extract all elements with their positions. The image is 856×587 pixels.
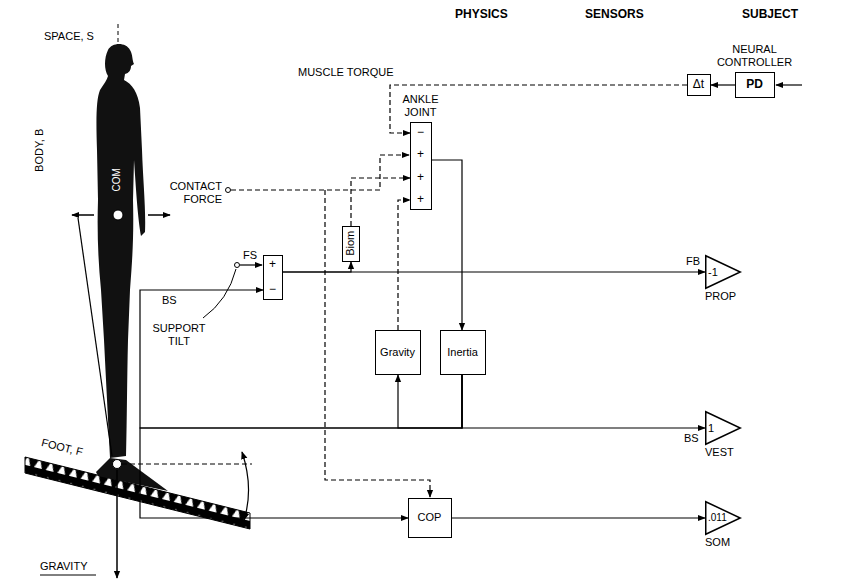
node-text: .011 [708, 512, 727, 524]
sensor-gain: 1VEST [705, 411, 741, 445]
column-header: PHYSICS [455, 8, 508, 22]
contact-force-wire [325, 190, 430, 497]
input-terminal [235, 263, 240, 268]
sensor-gain: -1PROP [705, 255, 741, 289]
sign-symbol: − [269, 283, 276, 297]
frame-label: BODY, B [34, 128, 47, 171]
signal-line [462, 375, 705, 428]
input-label: CONTACT FORCE [148, 180, 222, 205]
sensor-name: SOM [705, 536, 730, 549]
node-text: Gravity [380, 346, 415, 359]
signal-line [398, 375, 462, 428]
summing-box: +− [263, 255, 283, 300]
triangle-shape [706, 412, 741, 445]
horizontal-reference [122, 464, 252, 465]
node-text: Inertia [447, 346, 478, 359]
signal-name: FS [243, 249, 257, 262]
sensor-gain: .011SOM [705, 501, 741, 535]
space-axis [118, 24, 119, 44]
signal-name: FB [684, 255, 702, 268]
contact-force-wire [231, 155, 409, 190]
sensor-name: VEST [705, 446, 734, 459]
summing-box: ANKLE JOINT−+++ [410, 122, 432, 210]
node-text: Δt [693, 78, 704, 92]
node-text: COP [418, 511, 442, 524]
label-underline [40, 575, 96, 576]
leader-line [203, 269, 236, 318]
column-header: SENSORS [585, 8, 644, 22]
triangle-shape [706, 502, 741, 535]
signal-line [390, 85, 687, 133]
signal-line [283, 271, 705, 272]
frame-label: SPACE, S [44, 30, 94, 43]
com-label: COM [111, 168, 123, 191]
gravity-box: Gravity [375, 330, 421, 375]
node-heading: NEURAL CONTROLLER [712, 43, 798, 68]
input-terminal [226, 188, 231, 193]
frame-label: FOOT, F [40, 436, 84, 458]
sway-arrow [72, 214, 94, 216]
node-text: PD [746, 78, 763, 92]
controller-input [776, 84, 802, 85]
triangle-shape [706, 256, 741, 289]
signal-name: BS [682, 432, 701, 445]
node-text: 1 [708, 422, 714, 435]
sign-symbol: − [417, 126, 424, 140]
gravity-label: GRAVITY [40, 560, 87, 573]
signal-line [398, 200, 410, 330]
sign-symbol: + [269, 258, 276, 272]
node-text: Biom [344, 231, 357, 256]
signal-line [711, 84, 735, 85]
signal-line [140, 290, 462, 428]
signal-line [283, 262, 351, 272]
node-text: -1 [708, 266, 718, 279]
biomechanics-box: Biom [342, 226, 360, 262]
foot [96, 458, 168, 491]
sign-symbol: + [417, 171, 424, 185]
sway-arrow [148, 214, 170, 216]
cop-box: COP [408, 498, 452, 538]
inertia-box: Inertia [440, 330, 486, 375]
com-dot [113, 210, 123, 220]
pendulum-line [78, 218, 112, 456]
sign-symbol: + [417, 193, 424, 207]
delay-box: Δt [687, 74, 711, 96]
signal-line [140, 375, 462, 518]
column-header: SUBJECT [742, 8, 798, 22]
node-heading: ANKLE JOINT [396, 93, 446, 118]
controller-box: NEURAL CONTROLLERPD [735, 72, 775, 98]
signal-name: BS [160, 294, 179, 307]
gravity-arrow [116, 470, 118, 578]
signal-line [432, 160, 462, 330]
signal-name: MUSCLE TORQUE [296, 66, 396, 79]
signal-line [351, 178, 410, 226]
sign-symbol: + [417, 148, 424, 162]
support-tilt-wire [240, 264, 262, 265]
sensor-name: PROP [705, 290, 736, 303]
signal-line [452, 517, 705, 518]
input-label: SUPPORT TILT [148, 322, 210, 347]
tilt-arrow [242, 452, 249, 520]
ankle-joint [113, 460, 122, 469]
